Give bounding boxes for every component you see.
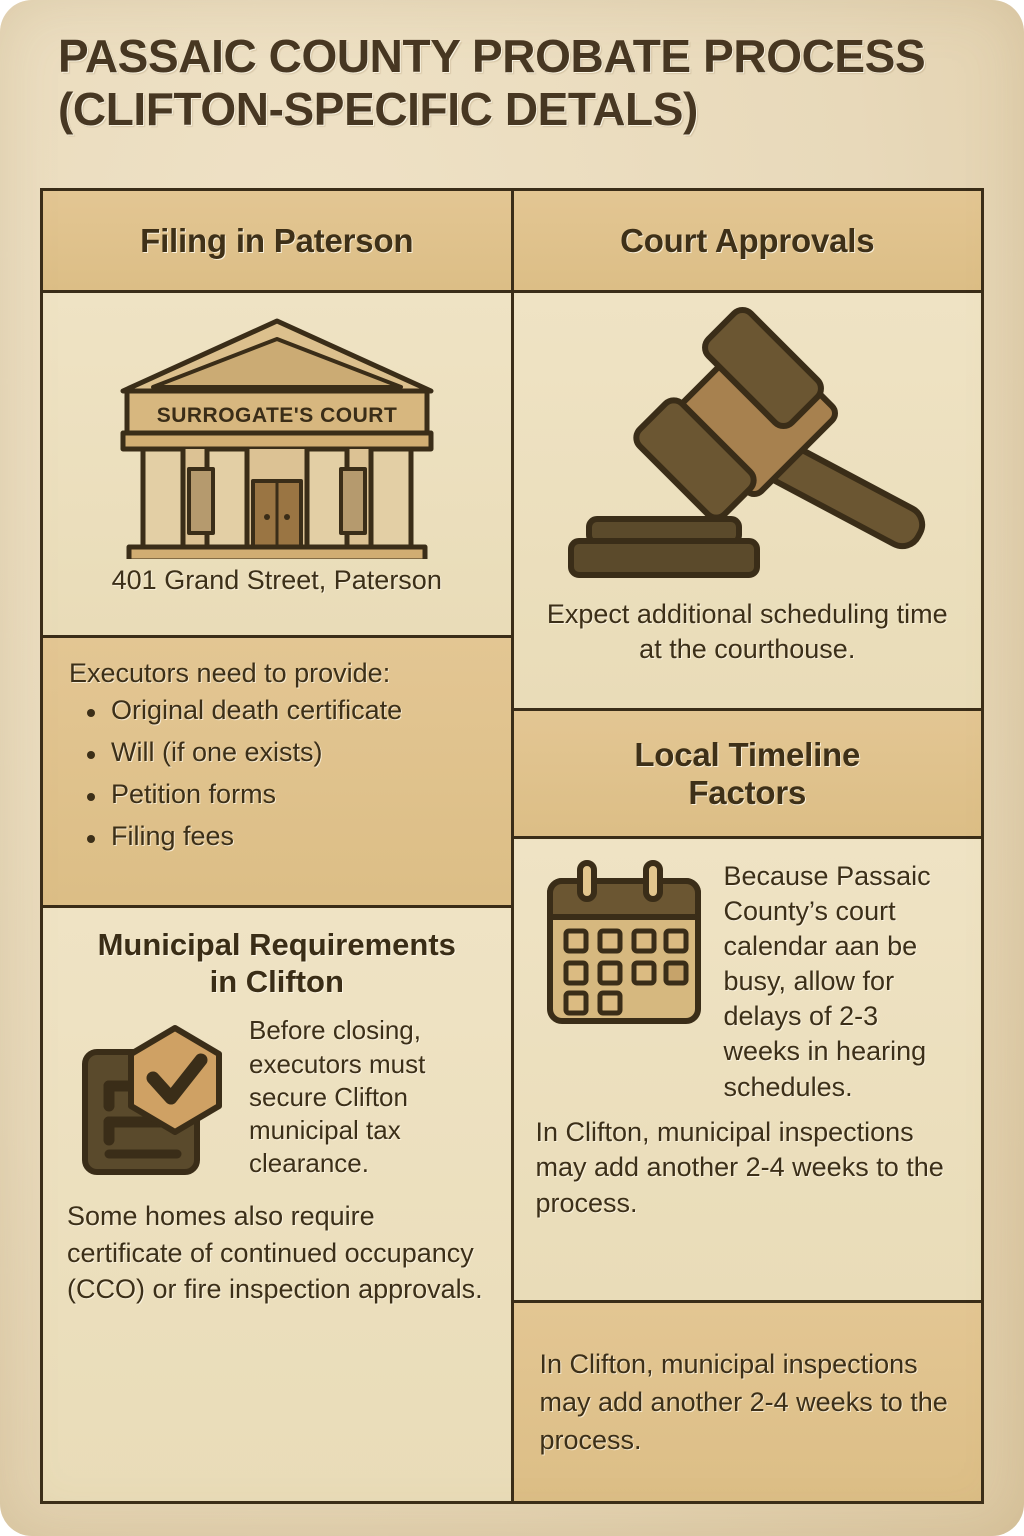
municipal-icon-text: Before closing, executors must secure Cl… [249,1015,426,1179]
municipal-requirements-panel: Municipal Requirements in Clifton [43,908,511,1501]
list-item: Filing fees [85,821,489,852]
section-header-timeline: Local Timeline Factors [513,711,981,839]
requirements-panel: Executors need to provide: Original deat… [43,638,511,908]
left-column: Filing in Paterson [43,191,514,1501]
gavel-icon [568,307,926,578]
right-column: Court Approvals [513,191,981,1501]
section-header-approvals: Court Approvals [513,191,981,293]
list-item: Will (if one exists) [85,737,489,768]
calendar-icon [546,860,701,1024]
calendar-text: Because Passaic County’s court calendar … [723,861,931,1102]
calendar-row: Because Passaic County’s court calendar … [536,859,960,1105]
municipal-title-line2: in Clifton [209,964,344,1000]
page-title: PASSAIC COUNTY PROBATE PROCESS (CLIFTON-… [58,30,926,136]
courthouse-panel: SURROGATE'S COURT 401 Grand Street, Pate… [43,293,511,638]
courthouse-icon: SURROGATE'S COURT [120,318,434,559]
municipal-title: Municipal Requirements in Clifton [67,926,487,1000]
footer-note-text: In Clifton, municipal inspections may ad… [539,1348,948,1456]
courthouse-sign-text: SURROGATE'S COURT [156,404,397,427]
municipal-title-line1: Municipal Requirements [97,927,456,962]
requirements-lead: Executors need to provide: [69,658,391,688]
list-item: Petition forms [85,779,489,810]
municipal-icon-row: Before closing, executors must secure Cl… [67,1014,487,1182]
courthouse-caption: 401 Grand Street, Paterson [111,565,442,595]
timeline-factors-panel: Because Passaic County’s court calendar … [513,839,981,1303]
content-grid: Filing in Paterson [40,188,984,1504]
municipal-paragraph: Some homes also require certificate of c… [67,1201,483,1304]
timeline-paragraph: In Clifton, municipal inspections may ad… [535,1116,944,1218]
section-header-filing: Filing in Paterson [43,191,511,293]
tax-clearance-document-check-icon [82,1025,222,1176]
timeline-header-line2: Factors [688,773,807,811]
court-approvals-panel: Expect additional scheduling time at the… [513,293,981,711]
court-approvals-caption: Expect additional scheduling time at the… [546,599,948,664]
footer-note-panel: In Clifton, municipal inspections may ad… [513,1303,981,1501]
list-item: Original death certificate [85,695,489,726]
timeline-header-line1: Local Timeline [634,735,861,773]
requirements-list: Original death certificate Will (if one … [69,695,489,852]
